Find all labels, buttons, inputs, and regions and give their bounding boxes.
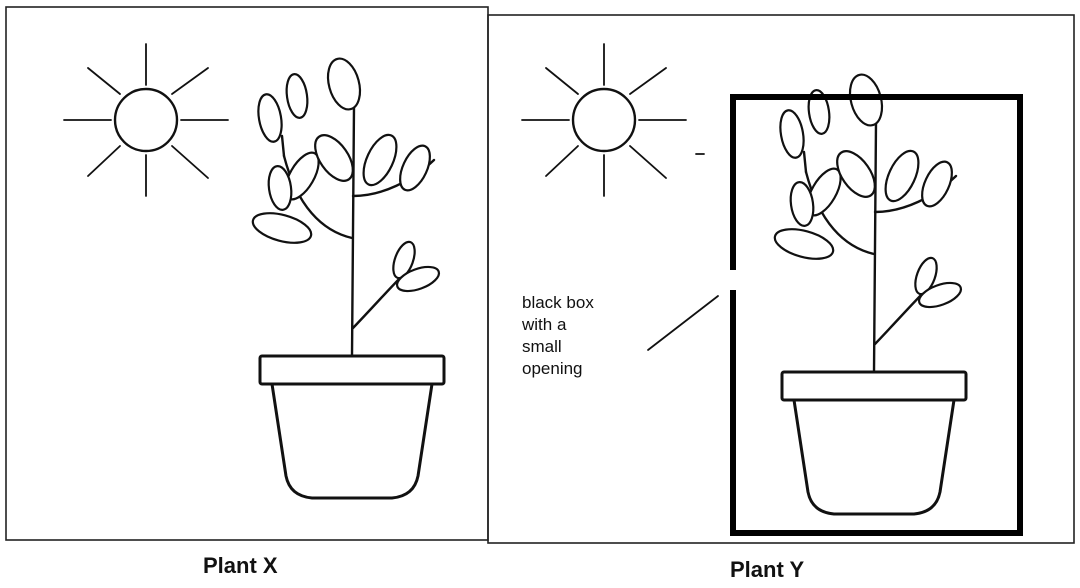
annotation-line-4: opening [522, 358, 594, 380]
annotation-pointer [648, 296, 718, 350]
caption-plant-x: Plant X [203, 553, 278, 579]
plant-x-illustration [250, 55, 444, 498]
annotation-line-3: small [522, 336, 594, 358]
annotation-line-1: black box [522, 292, 594, 314]
plant-y-illustration [772, 71, 966, 514]
caption-plant-y: Plant Y [730, 557, 804, 583]
annotation-line-2: with a [522, 314, 594, 336]
panel-plant-x [6, 7, 488, 540]
sun-x-icon [64, 44, 228, 196]
panel-plant-y [488, 15, 1074, 543]
annotation-label: black box with a small opening [522, 292, 594, 380]
sun-y-icon [522, 44, 686, 196]
